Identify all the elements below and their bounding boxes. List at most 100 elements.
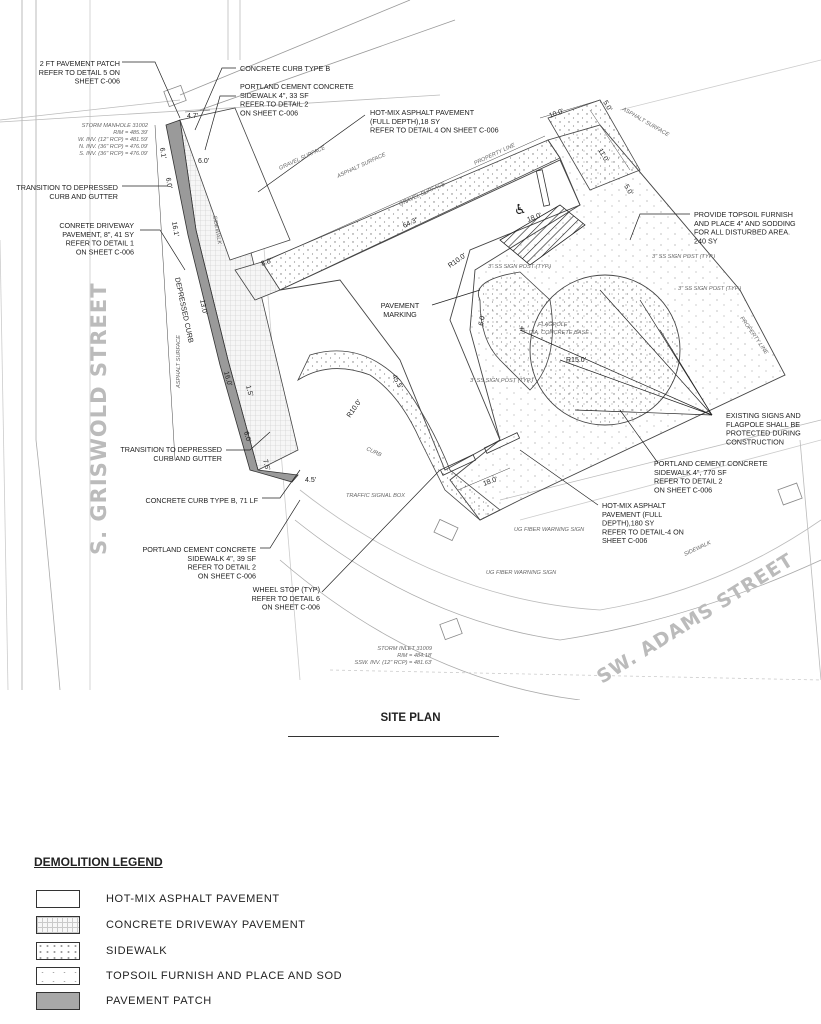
- topsoil-swatch: [36, 967, 80, 985]
- label-gravel-1: GRAVEL SURFACE: [278, 145, 326, 172]
- callout-line: CONCRETE CURB TYPE B: [240, 64, 330, 73]
- callout-line: REFER TO DETAIL 2: [240, 100, 308, 109]
- callout-line: WHEEL STOP (TYP): [253, 585, 320, 594]
- street-griswold: S. GRISWOLD STREET: [87, 282, 111, 555]
- label-traffic-box: TRAFFIC SIGNAL BOX: [346, 493, 405, 499]
- callout-line: REFER TO DETAIL-4 ON: [602, 527, 684, 536]
- label-sign-post-1: 3" SS SIGN POST (TYP.): [488, 264, 551, 270]
- label-fiber-2: UG FIBER WARNING SIGN: [486, 570, 557, 576]
- wheel-stops: [439, 169, 551, 476]
- callout-line: SHEET C-006: [602, 536, 647, 545]
- dim-7-6: 7.6': [261, 459, 271, 472]
- callout-line: ON SHEET C-006: [76, 247, 134, 256]
- dim-13-0: 13.0': [198, 299, 208, 315]
- sidewalk-swatch: [36, 942, 80, 960]
- dim-16-1: 16.1': [170, 221, 179, 237]
- label-flagpole: FLAGPOLE: [538, 322, 568, 328]
- callout-line: PAVEMENT (FULL: [602, 510, 662, 519]
- flagpole-cross: +: [519, 324, 525, 335]
- dim-5-0a: 5.0': [601, 100, 613, 113]
- title-underline: [288, 736, 499, 737]
- callout-line: CURB AND GUTTER: [49, 192, 118, 201]
- callout-line: HOT-MIX ASPHALT PAVEMENT: [370, 108, 475, 117]
- callout-line: DEPTH),180 SY: [602, 519, 655, 528]
- dim-r15-0: R15.0': [566, 357, 586, 364]
- accessible-parking-hatch: [499, 204, 586, 266]
- dim-16-0: 16.0': [222, 371, 233, 387]
- drawing-title: SITE PLAN: [380, 712, 441, 724]
- legend-item-hma: HOT-MIX ASPHALT PAVEMENT: [36, 889, 280, 909]
- callout-line: TRANSITION TO DEPRESSED: [120, 445, 222, 454]
- dim-6-1: 6.1': [158, 147, 167, 159]
- legend-label: CONCRETE DRIVEWAY PAVEMENT: [106, 919, 306, 931]
- dim-1-5: 1.5': [244, 385, 254, 398]
- hma-swatch: [36, 890, 80, 908]
- callout-line: EXISTING SIGNS AND: [726, 411, 801, 420]
- legend-label: TOPSOIL FURNISH AND PLACE AND SOD: [106, 970, 343, 982]
- callout-line: 240 SY: [694, 236, 718, 245]
- callout-line: STORM INLET 31009: [377, 646, 432, 652]
- callout-line: 2 FT PAVEMENT PATCH: [40, 59, 120, 68]
- callout-line: STORM MANHOLE 31002: [82, 123, 149, 129]
- callout-line: SHEET C-006: [75, 77, 120, 86]
- hma-area-north: [179, 107, 291, 261]
- legend-label: SIDEWALK: [106, 945, 168, 957]
- callout-line: RIM = 484.18': [397, 653, 433, 659]
- callout-line: ON SHEET C-006: [262, 603, 320, 612]
- pavement-patch-swatch: [36, 992, 80, 1010]
- label-asphalt-2: ASPHALT SURFACE: [620, 106, 670, 138]
- callout-line: FOR ALL DISTURBED AREA.: [694, 228, 790, 237]
- dim-8-8: 8.8': [260, 258, 273, 268]
- label-fiber-1: UG FIBER WARNING SIGN: [514, 527, 585, 533]
- legend-label: HOT-MIX ASPHALT PAVEMENT: [106, 893, 280, 905]
- callout-line: REFER TO DETAIL 1: [66, 239, 134, 248]
- sidewalk-ne-block: [547, 99, 641, 191]
- callout-line: PORTLAND CEMENT CONCRETE: [142, 545, 256, 554]
- callout-line: REFER TO DETAIL 6: [252, 594, 320, 603]
- callout-hma-18: HOT-MIX ASPHALT PAVEMENT(FULL DEPTH),18 …: [370, 108, 499, 135]
- label-asphalt-1: ASPHALT SURFACE: [335, 152, 387, 180]
- callout-line: PAVEMENT, 8", 41 SY: [62, 230, 134, 239]
- storm-manhole-symbol: [163, 84, 803, 641]
- label-sidewalk-2: SIDEWALK: [211, 215, 222, 245]
- dim-10-0: 10.0': [548, 108, 564, 120]
- callout-line: SSW. INV. (12" RCP) = 481.63': [354, 660, 432, 666]
- callout-line: ON SHEET C-006: [654, 485, 712, 494]
- callout-line: REFER TO DETAIL 5 ON: [39, 68, 120, 77]
- callout-line: CONRETE DRIVEWAY: [59, 221, 134, 230]
- callout-line: PAVEMENT: [381, 301, 420, 310]
- callout-line: AND PLACE 4" AND SODDING: [694, 219, 796, 228]
- legend-title: DEMOLITION LEGEND: [34, 855, 163, 869]
- street-adams: SW. ADAMS STREET: [593, 549, 798, 688]
- callout-curb-71: CONCRETE CURB TYPE B, 71 LF: [146, 496, 259, 505]
- callout-line: ON SHEET C-006: [240, 108, 298, 117]
- dim-4-5: 4.5': [305, 477, 316, 484]
- callout-line: W. INV. (12" RCP) = 481.59': [78, 137, 149, 143]
- callout-line: SIDEWALK 4", 33 SF: [240, 91, 309, 100]
- callout-line: REFER TO DETAIL 4 ON SHEET C-006: [370, 126, 499, 135]
- callout-curb-type-b: CONCRETE CURB TYPE B: [240, 64, 330, 73]
- dim-5-0b: 5.0': [622, 184, 634, 197]
- callout-line: REFER TO DETAIL 2: [188, 563, 256, 572]
- callout-line: CONCRETE CURB TYPE B, 71 LF: [146, 496, 259, 505]
- dim-6-0d: 6.0': [478, 314, 487, 326]
- callout-line: RIM = 485.39': [113, 130, 149, 136]
- callout-line: SIDEWALK 4", 770 SF: [654, 468, 727, 477]
- callout-line: REFER TO DETAIL 2: [654, 477, 722, 486]
- label-sign-post-2: 3" SS SIGN POST (TYP.): [652, 254, 715, 260]
- dim-6-0b: 6.0': [164, 177, 173, 189]
- callout-line: ON SHEET C-006: [198, 571, 256, 580]
- dimension-lines: [154, 99, 631, 491]
- dim-6-0a: 6.0': [198, 158, 209, 165]
- legend-item-concrete-driveway: CONCRETE DRIVEWAY PAVEMENT: [36, 915, 306, 935]
- label-sign-post-3: 3" SS SIGN POST (TYP.): [678, 286, 741, 292]
